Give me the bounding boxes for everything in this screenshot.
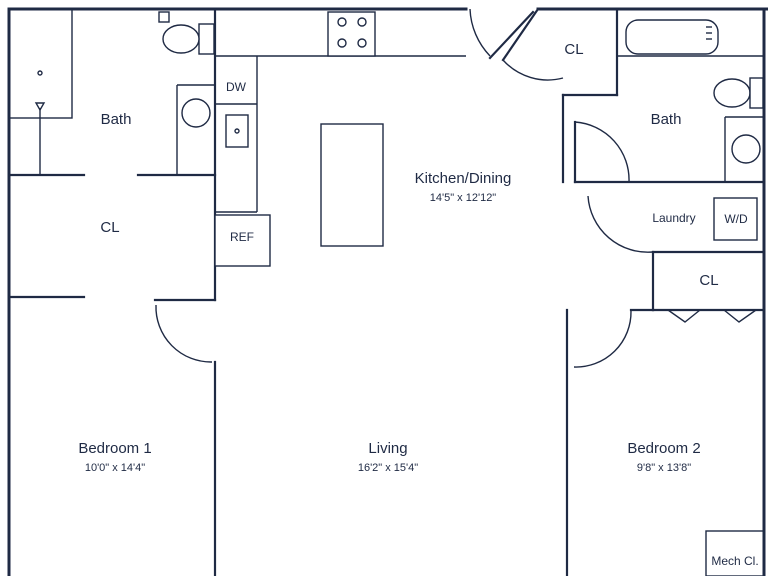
bath-right-label: Bath [651,111,682,128]
laundry-walls [587,195,766,254]
refrigerator-label: REF [230,230,254,244]
right-vanity [731,134,761,164]
left-vanity [181,98,211,128]
closet-top-right-label: CL [564,41,583,58]
left-toilet [158,11,215,55]
bedroom1-label: Bedroom 1 [78,440,151,457]
mech-closet [705,530,765,576]
exterior-walls [7,7,768,576]
kitchen-island [320,123,384,247]
bedroom2-partition [565,308,655,576]
closet-right-label: CL [699,272,718,289]
living-dimensions: 16'2" x 15'4" [358,462,418,474]
bedroom2-label: Bedroom 2 [627,440,700,457]
bedroom1-dimensions: 10'0" x 14'4" [85,462,145,474]
right-closet-walls [651,250,766,323]
bedroom2-dimensions: 9'8" x 13'8" [637,462,691,474]
dishwasher-label: DW [226,80,247,94]
mech-closet-label: Mech Cl. [711,554,758,568]
kitchen-dining-label: Kitchen/Dining [415,170,512,187]
right-top-walls [501,7,766,184]
bathtub [625,19,719,55]
closet-left-label: CL [100,219,119,236]
kitchen-dining-dimensions: 14'5" x 12'12" [430,192,497,204]
bedroom1-partition [155,304,217,576]
right-toilet [713,77,764,109]
living-label: Living [368,440,407,457]
kitchen-counters [214,11,466,267]
bath-left-label: Bath [101,111,132,128]
entry-door [469,8,535,60]
laundry-label: Laundry [652,211,695,225]
washer-dryer-label: W/D [724,212,748,226]
